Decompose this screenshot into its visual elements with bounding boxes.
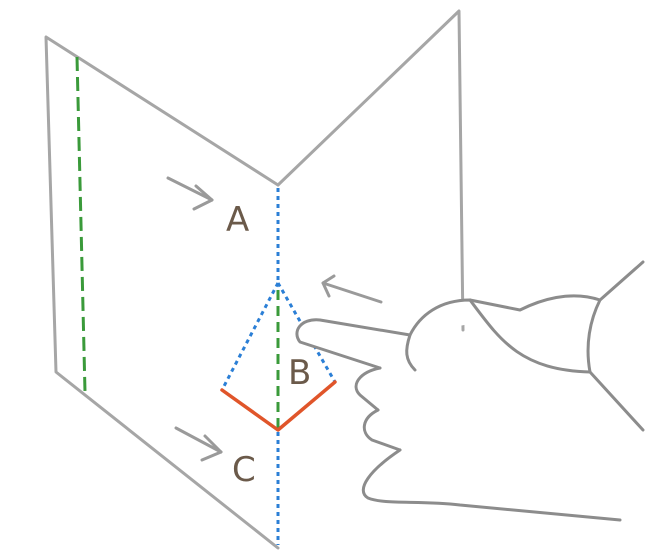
left-green-dashed-line — [75, 56, 87, 393]
label-b: B — [288, 353, 311, 393]
paper-outline — [44, 9, 465, 550]
pointing-hand-icon — [295, 260, 645, 522]
red-cut-line — [220, 380, 337, 432]
triangle-left-blue-dotted — [220, 282, 280, 391]
arrow-left-icon — [321, 274, 383, 304]
right-page — [276, 9, 465, 332]
left-page — [44, 35, 280, 550]
label-c: C — [232, 450, 256, 490]
label-a: A — [226, 200, 249, 240]
arrow-right-down-icon — [174, 426, 223, 462]
arrow-right-down-icon — [166, 176, 214, 211]
